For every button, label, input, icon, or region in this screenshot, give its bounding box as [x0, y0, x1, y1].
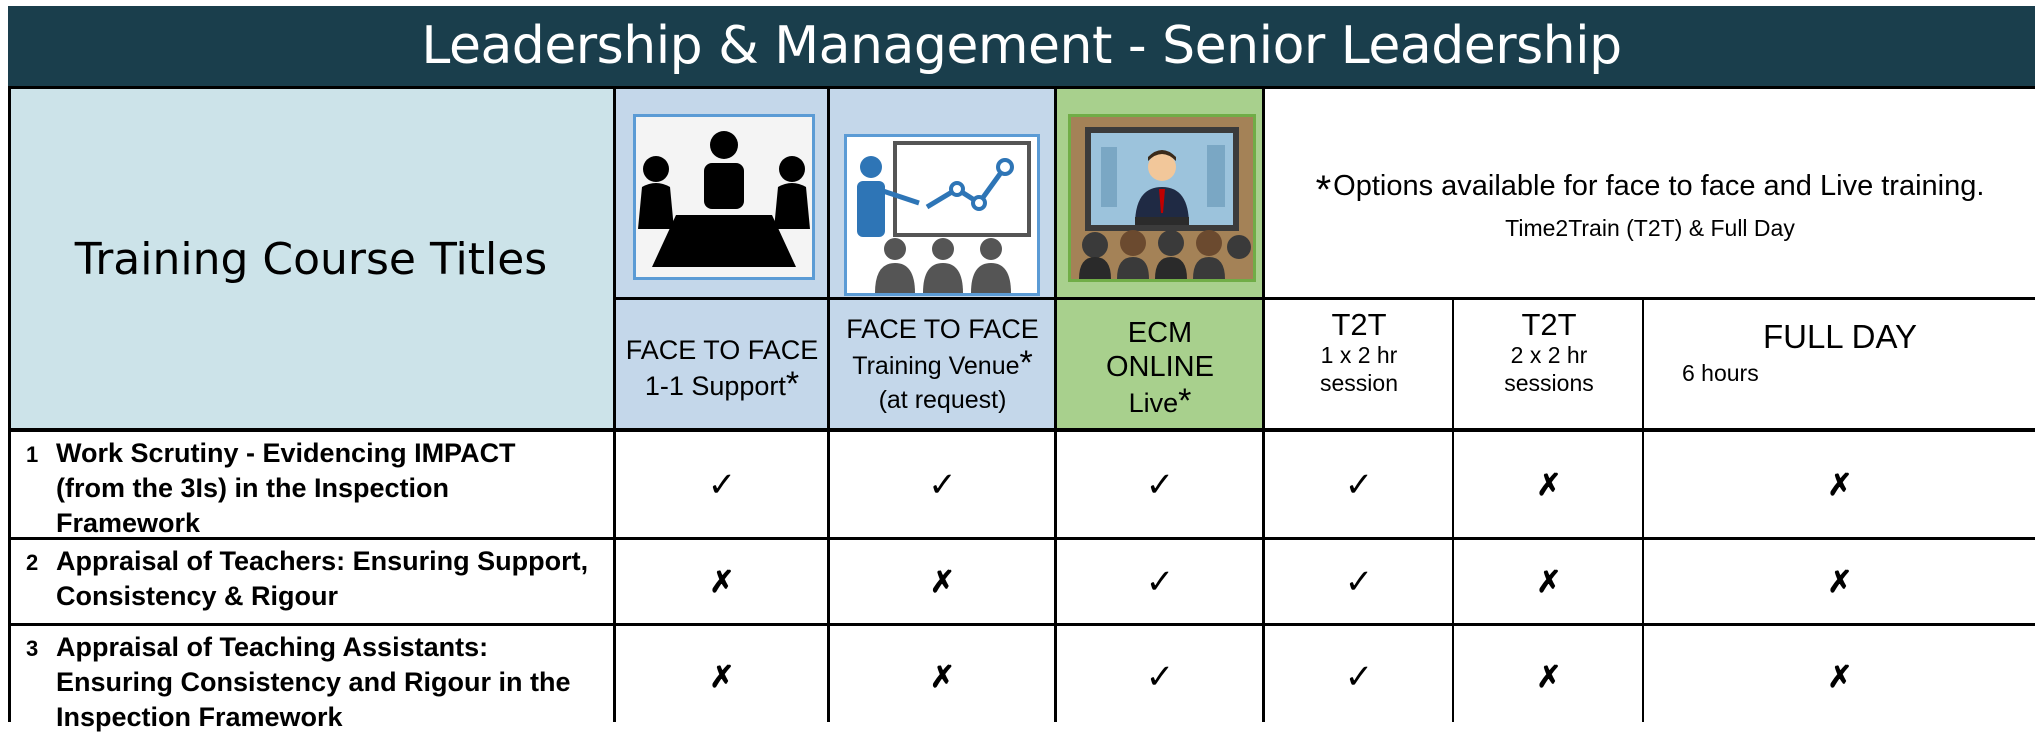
grid-line: [8, 623, 2035, 626]
col-label-line: session: [1320, 369, 1398, 396]
col-label-t2t-1: T2T 1 x 2 hr session: [1265, 302, 1453, 402]
mark-cell: ✓: [1344, 466, 1374, 504]
course-titles-label: Training Course Titles: [74, 233, 548, 285]
course-title: Appraisal of Teaching Assistants: Ensuri…: [56, 630, 571, 735]
course-title-line: Framework: [56, 508, 201, 538]
col-label-line: FACE TO FACE: [625, 335, 819, 365]
course-title-line: Consistency & Rigour: [56, 581, 339, 611]
course-title: Work Scrutiny - Evidencing IMPACT (from …: [56, 436, 516, 541]
table-row: 1 Work Scrutiny - Evidencing IMPACT (fro…: [8, 432, 614, 538]
col-label-line: ONLINE: [1106, 351, 1214, 383]
col-label-line: FULL DAY: [1762, 318, 1918, 355]
row-number: 1: [26, 442, 39, 467]
col-label-line: T2T: [1331, 306, 1387, 342]
mark-cell: ✗: [709, 660, 735, 694]
grid-line: [8, 428, 2035, 432]
grid-line: [1452, 299, 1454, 722]
presentation-icon: [844, 134, 1040, 296]
mark-cell: ✓: [1344, 658, 1374, 696]
course-title-line: Work Scrutiny - Evidencing IMPACT: [56, 438, 516, 468]
course-title-line: Ensuring Consistency and Rigour in the: [56, 667, 571, 697]
col-label-line: 2 x 2 hr: [1510, 341, 1588, 368]
col-label-text: 1-1 Support: [644, 371, 786, 401]
options-note-star: *: [1315, 167, 1332, 212]
grid-line: [1642, 299, 1644, 722]
row-number: 3: [26, 636, 39, 661]
meeting-table-icon: [633, 114, 815, 280]
col-label-line: T2T: [1521, 306, 1577, 342]
col-label-line: FACE TO FACE: [846, 313, 1039, 344]
course-title-line: Appraisal of Teaching Assistants:: [56, 632, 489, 662]
mark-cell: ✗: [1536, 565, 1562, 599]
row-number: 2: [26, 550, 39, 575]
col-label-t2t-2: T2T 2 x 2 hr sessions: [1455, 302, 1643, 402]
grid-line: [827, 86, 830, 722]
mark-cell: ✓: [707, 466, 737, 504]
col-label-line: 1 x 2 hr: [1320, 341, 1398, 368]
col-label-line: Live*: [1129, 384, 1192, 420]
col-label-line: (at request): [878, 385, 1007, 414]
table-row: 2 Appraisal of Teachers: Ensuring Suppor…: [8, 540, 614, 624]
mark-cell: ✓: [928, 466, 957, 504]
course-titles-label-wrap: Training Course Titles: [8, 88, 614, 430]
course-title-line: Inspection Framework: [56, 702, 343, 732]
mark-cell: ✓: [1145, 658, 1175, 696]
course-title-line: (from the 3Is) in the Inspection: [56, 473, 450, 503]
col-label-star: *: [785, 365, 800, 403]
grid-line: [8, 86, 11, 722]
options-note-text: Options available for face to face and L…: [1333, 169, 1985, 202]
options-sub: Time2Train (T2T) & Full Day: [1265, 211, 2035, 245]
grid-line: [8, 86, 2035, 89]
mark-cell: ✗: [1536, 660, 1562, 694]
col-label-line: ECM: [1127, 317, 1193, 349]
mark-cell: ✓: [1344, 563, 1374, 601]
grid-line: [613, 86, 616, 722]
table-row: 3 Appraisal of Teaching Assistants: Ensu…: [8, 626, 614, 732]
mark-cell: ✗: [1536, 468, 1562, 502]
mark-cell: ✗: [709, 565, 735, 599]
grid-line: [1054, 86, 1057, 722]
col-label-text: Live: [1128, 388, 1179, 418]
col-label-star: *: [1019, 343, 1033, 382]
col-label-face-venue: FACE TO FACE Training Venue* (at request…: [830, 298, 1055, 430]
video-conference-icon: [1068, 114, 1256, 282]
col-label-line: 6 hours: [1682, 360, 1759, 386]
grid-line: [1262, 86, 1265, 722]
mark-cell: ✓: [1145, 563, 1175, 601]
col-label-full-day: FULL DAY 6 hours: [1645, 302, 2035, 402]
course-title-line: Appraisal of Teachers: Ensuring Support,: [56, 546, 589, 576]
page-title: Leadership & Management - Senior Leaders…: [8, 6, 2035, 86]
col-label-text: Training Venue: [852, 351, 1020, 380]
mark-cell: ✓: [1145, 466, 1175, 504]
options-note: * Options available for face to face and…: [1265, 156, 2035, 216]
mark-cell: ✗: [1827, 565, 1853, 599]
col-label-star: *: [1178, 382, 1192, 420]
options-sub-text: Time2Train (T2T) & Full Day: [1505, 214, 1795, 241]
col-label-line: Training Venue*: [852, 346, 1032, 383]
mark-cell: ✗: [929, 660, 956, 694]
grid-line: [614, 297, 2035, 300]
course-table: Leadership & Management - Senior Leaders…: [8, 6, 2035, 732]
col-label-face-1to1: FACE TO FACE 1-1 Support*: [616, 306, 828, 430]
grid-line: [8, 537, 2035, 540]
mark-cell: ✗: [1827, 660, 1853, 694]
mark-cell: ✗: [1827, 468, 1853, 502]
col-label-line: 1-1 Support*: [645, 367, 799, 403]
col-label-ecm-online: ECM ONLINE Live*: [1057, 306, 1263, 430]
col-label-line: sessions: [1504, 369, 1594, 396]
course-title: Appraisal of Teachers: Ensuring Support,…: [56, 544, 588, 614]
course-titles-header: [8, 88, 614, 430]
mark-cell: ✗: [929, 565, 956, 599]
